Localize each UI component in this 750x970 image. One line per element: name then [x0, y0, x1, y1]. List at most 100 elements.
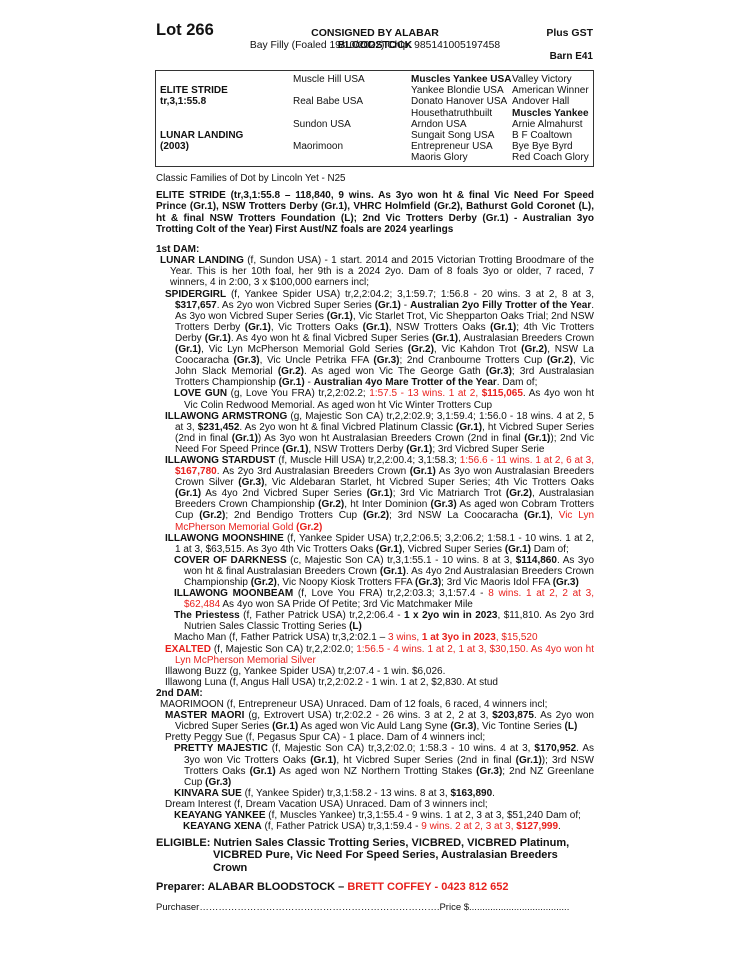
entry-text: (f, Majestic Son CA) tr,3,2:02.0; 1:58.3… [267, 743, 535, 755]
horse-name: ILLAWONG MOONBEAM [174, 588, 294, 600]
entry-text: $170,952 [534, 743, 577, 755]
entry-text: (Gr.2) [407, 344, 434, 356]
entry-text: (Gr.1) [366, 488, 393, 500]
pedigree-cell: Arnie Almahurst [512, 118, 583, 130]
pedigree-cell [160, 108, 293, 119]
entry-text: As aged won NZ Northern Trotting Stakes [275, 765, 477, 777]
entry-text: (Gr.1) [310, 754, 337, 766]
entry-text: (Gr.1) [406, 443, 433, 455]
entry-text: , Vic Kahdon Trot [433, 344, 522, 356]
entry-text: , Vic Noopy Kiosk Trotters FFA [276, 577, 416, 588]
entry-text: ; 4th Vic Trotters Derby [175, 321, 595, 344]
entry-text: $114,860 [515, 554, 557, 566]
entry-text: (Gr.1) [490, 321, 517, 333]
entry-text: , NSW La Coocaracha [175, 344, 594, 367]
entry-text: . As 4yo 2nd Australasian Breeders Crown… [184, 565, 594, 588]
progeny-entry: LOVE GUN (g, Love You FRA) tr,2,2:02.2; … [156, 388, 594, 410]
pedigree-cell: Andover Hall [512, 96, 570, 108]
preparer-label: Preparer: ALABAR BLOODSTOCK – [156, 881, 348, 893]
entry-text: (Gr.2) [277, 366, 304, 378]
entry-text: 3 wins, [387, 632, 422, 644]
entry-text: 1:57.5 - 13 wins. 1 at 2, [369, 388, 482, 400]
entry-text: (Gr.2) [546, 355, 573, 367]
entry-text: (Gr.2) [505, 488, 533, 500]
eligible-label: ELIGIBLE: [156, 837, 211, 849]
entry-text: , ht Inter Dominion [344, 499, 431, 511]
horse-name: Macho Man (f, Father Patrick USA) tr,3,2… [174, 632, 388, 644]
dam-heading: 1st DAM: [156, 244, 200, 256]
entry-text: Australian 4yo Mare Trotter of the Year [313, 377, 497, 389]
horse-name: ILLAWONG MOONSHINE [165, 532, 284, 544]
entry-text: (Gr.1) [282, 443, 309, 455]
pedigree-cell [293, 85, 411, 96]
entry-text: Australian 2yo Filly Trotter of the Year [410, 299, 592, 311]
pedigree-cell: Arndon USA [411, 118, 467, 130]
progeny-entry: EXALTED (f, Majestic Son CA) tr,2,2:02.0… [156, 644, 594, 666]
entry-text: , [550, 510, 559, 522]
entry-text: (Gr.3) [238, 477, 265, 489]
entry-text: As aged won Cobram Trotters Cup [175, 499, 595, 522]
eligibility: ELIGIBLE: Nutrien Sales Classic Trotting… [156, 837, 586, 874]
pedigree-cell: American Winner [512, 85, 589, 97]
progeny-entry: KINVARA SUE (f, Yankee Spider) tr,3,1:58… [156, 788, 594, 799]
entry-text: . As 2yo won Vicbred Super Series [175, 710, 594, 733]
pedigree-cell: Donato Hanover USA [411, 96, 508, 108]
entry-text: , Australasian Breeders Crown [458, 332, 595, 344]
entry-text: ; 3rd NSW La Coocaracha [389, 510, 524, 522]
progeny-entry: ILLAWONG ARMSTRONG (g, Majestic Son CA) … [156, 411, 594, 455]
entry-text: (Gr.3) [476, 765, 503, 777]
entry-text: $203,875 [492, 710, 534, 722]
pedigree-cell: Muscles Yankee [512, 107, 589, 119]
entry-text: (Gr.1) [523, 510, 551, 522]
entry-text: $231,452 [197, 421, 240, 433]
horse-name: LUNAR LANDING [160, 255, 244, 267]
entry-text: (Gr.3) [450, 721, 477, 733]
preparer-contact: BRETT COFFEY - 0423 812 652 [347, 881, 509, 893]
entry-text: (f, Majestic Son CA) tr,2,2:02.0; [210, 643, 357, 655]
pedigree-body: ELITE STRIDE (tr,3,1:55.8 – 118,840, 9 w… [156, 190, 594, 832]
entry-text: . As 3yo won Vicbred Super Series [175, 299, 594, 322]
entry-text: (Gr.2) [199, 510, 226, 522]
price-label: Price $ [439, 902, 470, 913]
entry-text: (Gr.3) [205, 776, 232, 788]
pedigree-cell: Entrepreneur USA [411, 141, 493, 153]
pedigree-cell [293, 130, 411, 141]
pedigree-cell: ELITE STRIDE [160, 85, 228, 97]
entry-text: As 3yo won Australasian Breeders Crown S… [175, 466, 595, 489]
entry-text: (Gr.1) [376, 543, 403, 555]
entry-text: (L) [349, 621, 362, 633]
entry-text: (Gr.1) [431, 332, 459, 344]
horse-name: Dream Interest (f, Dream Vacation USA) U… [165, 798, 488, 810]
pedigree-cell: Maoris Glory [411, 152, 468, 164]
pedigree-cell: tr,3,1:55.8 [160, 96, 207, 108]
entry-text: ); 2nd Vic Need For Speed Prince [175, 432, 594, 455]
progeny-entry: Pretty Peggy Sue (f, Pegasus Spur CA) - … [156, 732, 594, 743]
dam-heading: 2nd DAM: [156, 687, 203, 699]
progeny-entry: LUNAR LANDING (f, Sundon USA) - 1 start.… [156, 255, 594, 288]
preparer: Preparer: ALABAR BLOODSTOCK – BRETT COFF… [156, 881, 509, 893]
entry-text: , Vic Lyn McPherson Memorial Gold Series [201, 344, 408, 356]
entry-text: $167,780 [175, 466, 217, 478]
pedigree-cell [293, 108, 411, 119]
progeny-entry: KEAYANG XENA (f, Father Patrick USA) tr,… [156, 821, 594, 832]
eligible-text: Nutrien Sales Classic Trotting Series, V… [213, 837, 570, 874]
entry-text: , Vic John Slack Memorial [175, 355, 594, 378]
pedigree-cell [160, 74, 293, 85]
entry-text: (Gr.2) [296, 521, 323, 533]
entry-text: ; 2nd NZ Greenlane Cup [184, 765, 595, 788]
entry-text: (Gr.1) [379, 565, 406, 577]
entry-text: (Gr.1) [504, 543, 531, 555]
entry-text: (Gr.1) [278, 377, 305, 389]
entry-text: (Gr.1) [409, 466, 436, 478]
horse-name: MASTER MAORI [165, 710, 245, 722]
sire-paragraph: ELITE STRIDE (tr,3,1:55.8 – 118,840, 9 w… [156, 190, 594, 235]
entry-text: (Gr.2) [318, 499, 345, 511]
pedigree-cell: Real Babe USA [293, 96, 364, 108]
entry-text: , NSW Trotters Oaks [388, 321, 491, 333]
